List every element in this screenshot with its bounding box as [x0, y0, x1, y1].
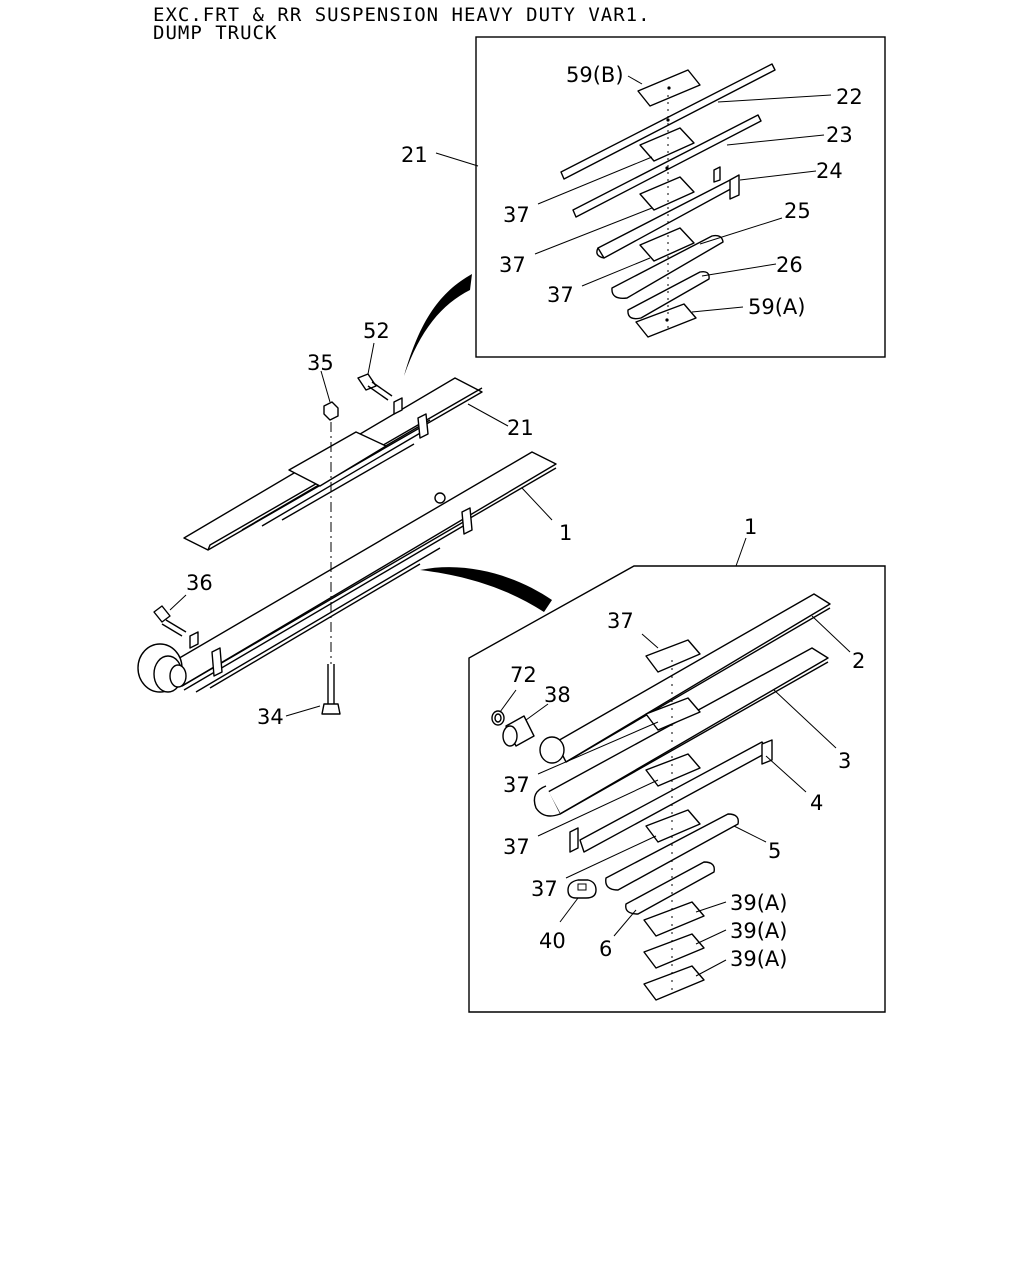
leaf-23	[572, 114, 762, 218]
callout-37-c: 37	[547, 283, 574, 307]
shim-39a-3	[643, 965, 705, 1001]
inset-box-1	[468, 565, 886, 1013]
center-bolt-34	[321, 664, 341, 715]
callout-36: 36	[186, 571, 213, 595]
callout-1: 1	[559, 521, 572, 545]
spacer-37-e	[645, 697, 701, 731]
spacer-37-a	[639, 127, 695, 162]
plate-40	[567, 879, 597, 899]
leaf-6	[625, 861, 715, 915]
bushing-38	[502, 715, 535, 747]
callout-5: 5	[768, 839, 781, 863]
spring-assembly-21	[183, 377, 483, 551]
bolt-52	[357, 373, 393, 401]
diagram-title: EXC.FRT & RR SUSPENSION HEAVY DUTY VAR1.	[153, 4, 651, 26]
callout-21: 21	[507, 416, 534, 440]
callout-40: 40	[539, 929, 566, 953]
callout-39a-1: 39(A)	[730, 891, 787, 915]
callout-21-inset: 21	[401, 143, 428, 167]
callout-37-a: 37	[503, 203, 530, 227]
shim-39a-1	[643, 901, 705, 937]
spacer-37-f	[645, 753, 701, 787]
callout-39a-2: 39(A)	[730, 919, 787, 943]
callout-37-d: 37	[607, 609, 634, 633]
nut-35	[323, 401, 339, 421]
diagram-subtitle: DUMP TRUCK	[153, 22, 278, 44]
spacer-59b	[637, 69, 701, 107]
leaf-22	[560, 63, 776, 180]
leaf-26	[627, 270, 710, 320]
callout-4: 4	[810, 791, 823, 815]
spacer-37-c	[639, 227, 695, 262]
callout-37-g: 37	[531, 877, 558, 901]
shim-39a-2	[643, 933, 705, 969]
callout-2: 2	[852, 649, 865, 673]
callout-39a-3: 39(A)	[730, 947, 787, 971]
callout-24: 24	[816, 159, 843, 183]
callout-26: 26	[776, 253, 803, 277]
callout-59b: 59(B)	[566, 63, 624, 87]
callout-25: 25	[784, 199, 811, 223]
spacer-59a	[635, 303, 697, 338]
callout-52: 52	[363, 319, 390, 343]
callout-34: 34	[257, 705, 284, 729]
callout-22: 22	[836, 85, 863, 109]
callout-6: 6	[599, 937, 612, 961]
callout-23: 23	[826, 123, 853, 147]
callout-37-e: 37	[503, 773, 530, 797]
callout-1-inset: 1	[744, 515, 757, 539]
callout-37-b: 37	[499, 253, 526, 277]
callout-3: 3	[838, 749, 851, 773]
swoosh-arrow-lower	[420, 567, 552, 612]
callout-38: 38	[544, 683, 571, 707]
leaf-25	[611, 234, 724, 299]
callout-37-f: 37	[503, 835, 530, 859]
callout-35: 35	[307, 351, 334, 375]
leaf-3	[533, 647, 829, 817]
spacer-37-d	[645, 639, 701, 673]
collar-72	[491, 710, 505, 726]
bolt-36	[153, 605, 187, 637]
callout-72: 72	[510, 663, 537, 687]
spring-assembly-1	[137, 451, 557, 693]
swoosh-arrow-upper	[404, 274, 472, 376]
spacer-37-b	[639, 176, 695, 211]
leaf-2	[539, 593, 831, 764]
leaf-4	[569, 739, 773, 853]
callout-59a: 59(A)	[748, 295, 805, 319]
inset-box-21	[475, 36, 886, 358]
leaf-24	[596, 166, 740, 259]
